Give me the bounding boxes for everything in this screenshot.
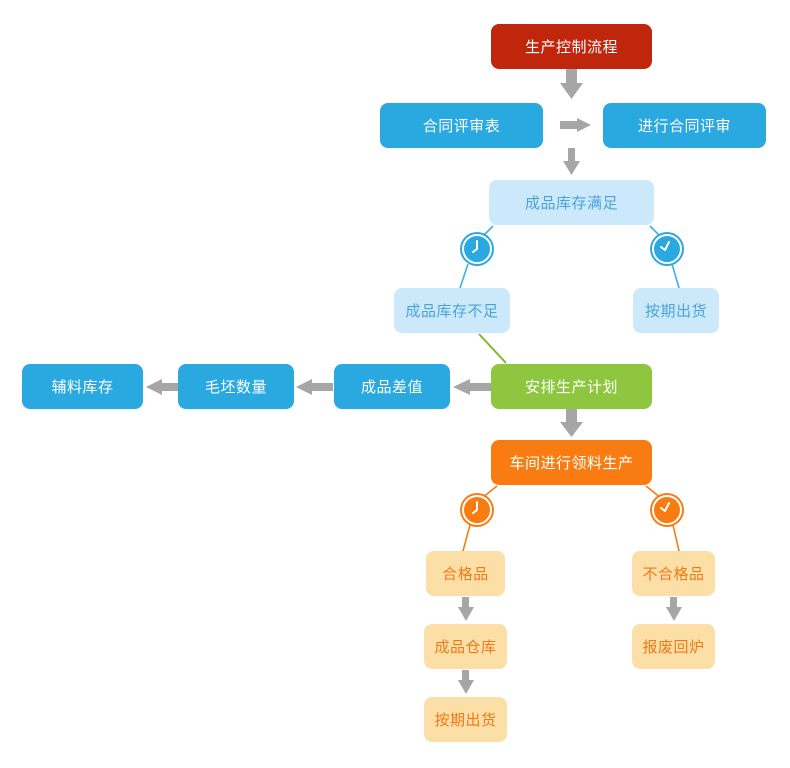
edge-diff-to-blank-qty [296, 379, 333, 395]
flow-node-n10[interactable]: 辅料库存 [22, 364, 143, 409]
flow-node-n9[interactable]: 毛坯数量 [178, 364, 294, 409]
flow-node-label: 生产控制流程 [524, 39, 618, 56]
clock-icon-inventory-ok[interactable] [652, 234, 682, 264]
flow-node-n8[interactable]: 成品差值 [334, 364, 450, 409]
flow-node-label: 合格品 [442, 566, 489, 583]
edge-contract-form-to-contract-review [560, 118, 591, 132]
flow-node-n13[interactable]: 不合格品 [632, 551, 715, 596]
flow-node-label: 成品差值 [360, 379, 423, 396]
clock-icon-qualified[interactable] [462, 495, 492, 525]
flow-node-label: 毛坯数量 [204, 379, 267, 396]
edge-unqualified-to-scrap [666, 597, 682, 621]
flow-node-n5[interactable]: 成品库存不足 [394, 288, 510, 333]
flow-node-label: 进行合同评审 [637, 118, 731, 135]
flow-node-label: 按期出货 [434, 712, 497, 729]
flow-node-n3[interactable]: 进行合同评审 [603, 103, 766, 148]
flow-node-n4[interactable]: 成品库存满足 [489, 180, 654, 225]
edge-right-decision-to-ship-on-time [671, 263, 680, 289]
flow-node-n15[interactable]: 报废回炉 [632, 624, 715, 669]
flow-node-label: 不合格品 [642, 566, 705, 583]
edge-stock-short-to-plan [478, 333, 507, 364]
clock-icon-unqualified[interactable] [652, 495, 682, 525]
edge-plan-to-diff [453, 379, 491, 395]
flow-node-label: 按期出货 [644, 303, 707, 320]
clock-icon-inventory-shortage[interactable] [462, 234, 492, 264]
edge-warehouse-to-ship [458, 670, 474, 694]
flow-node-n12[interactable]: 合格品 [426, 551, 505, 596]
edge-unqualified-decision-to-unqualified [672, 524, 680, 552]
flow-node-label: 安排生产计划 [524, 379, 618, 396]
flow-node-label: 合同评审表 [422, 118, 501, 135]
flow-node-n16[interactable]: 按期出货 [424, 697, 507, 742]
flow-node-n1[interactable]: 生产控制流程 [491, 24, 652, 69]
edge-plan-to-workshop [560, 409, 583, 437]
edge-qualified-decision-to-qualified [462, 524, 471, 552]
edge-process-to-contract-form [560, 69, 583, 99]
flow-node-label: 成品库存满足 [524, 195, 618, 212]
flow-node-label: 辅料库存 [51, 379, 114, 396]
flow-node-label: 车间进行领料生产 [509, 455, 634, 472]
flow-node-label: 成品库存不足 [405, 303, 499, 320]
flow-node-n14[interactable]: 成品仓库 [424, 624, 507, 669]
edge-qualified-to-warehouse [458, 597, 474, 621]
edge-left-decision-to-stock-short [459, 263, 469, 289]
edge-blank-qty-to-aux-stock [146, 379, 178, 395]
flow-node-n7[interactable]: 安排生产计划 [491, 364, 652, 409]
flow-node-label: 成品仓库 [434, 639, 497, 656]
edge-contract-form-to-stock-ok [563, 148, 580, 175]
flow-node-label: 报废回炉 [642, 639, 705, 656]
flow-node-n11[interactable]: 车间进行领料生产 [491, 440, 652, 485]
flow-node-n6[interactable]: 按期出货 [633, 288, 719, 333]
flow-node-n2[interactable]: 合同评审表 [380, 103, 543, 148]
